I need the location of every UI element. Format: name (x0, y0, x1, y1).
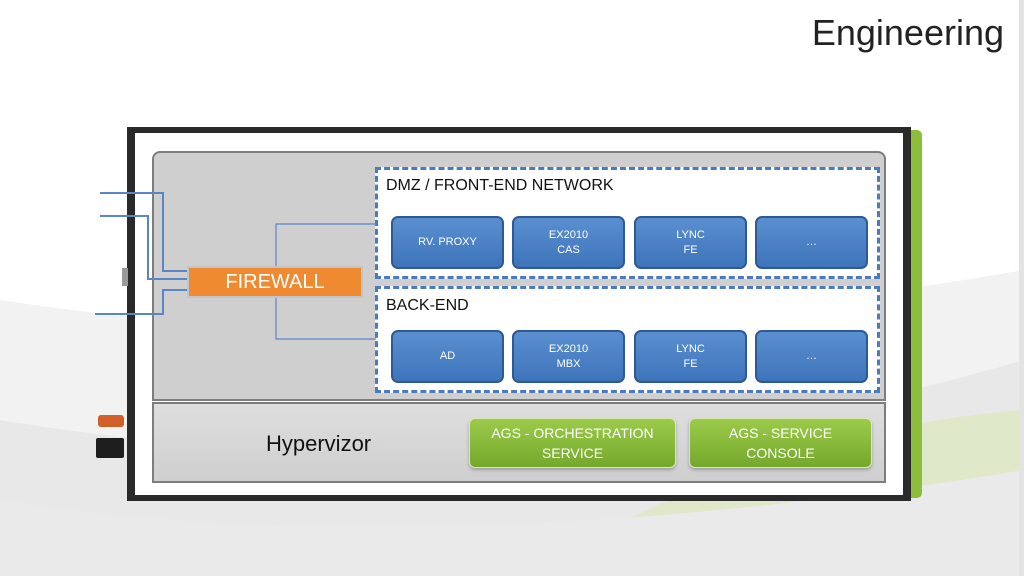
ags-orchestration-service[interactable]: AGS - ORCHESTRATION SERVICE (469, 418, 676, 468)
backend-zone-label: BACK-END (386, 297, 469, 314)
backend-node-ex2010-mbx[interactable]: EX2010 MBX (512, 330, 625, 383)
slide-edge (1019, 0, 1024, 576)
backend-node-lync-fe[interactable]: LYNC FE (634, 330, 747, 383)
cable-connector-black (96, 438, 124, 458)
dmz-node-more[interactable]: … (755, 216, 868, 269)
ags-service-console[interactable]: AGS - SERVICE CONSOLE (689, 418, 872, 468)
hypervisor-label: Hypervizor (266, 431, 372, 456)
frame-green-edge (911, 130, 922, 498)
backend-node-ad[interactable]: AD (391, 330, 504, 383)
cable-connector-orange (98, 415, 124, 427)
slide-title: Engineering (811, 12, 1004, 53)
dmz-node-lync-fe[interactable]: LYNC FE (634, 216, 747, 269)
firewall-node[interactable]: FIREWALL (187, 266, 363, 298)
dmz-zone-label: DMZ / FRONT-END NETWORK (386, 177, 614, 194)
dmz-node-ex2010-cas[interactable]: EX2010 CAS (512, 216, 625, 269)
backend-node-more[interactable]: … (755, 330, 868, 383)
cable-connector-grey (122, 268, 128, 286)
dmz-node-rv-proxy[interactable]: RV. PROXY (391, 216, 504, 269)
